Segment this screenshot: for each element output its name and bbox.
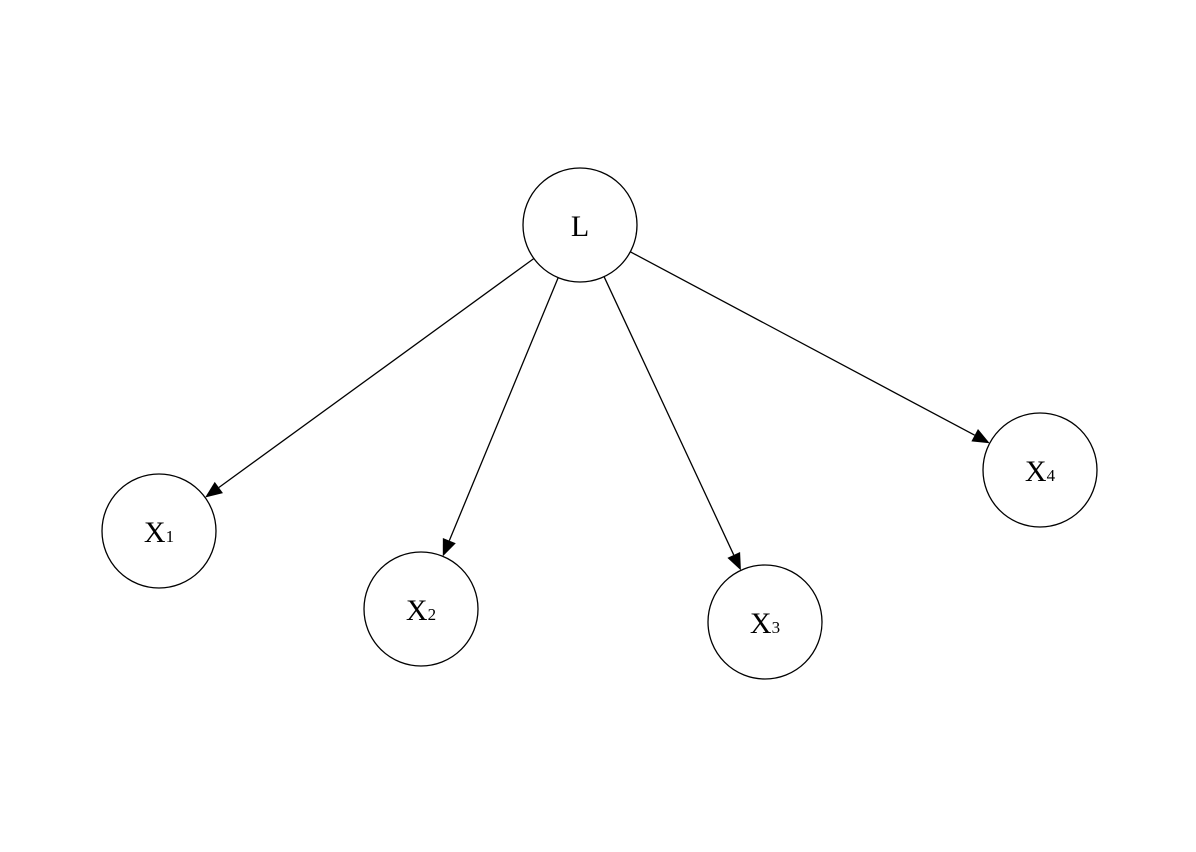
node-X1-circle bbox=[101, 473, 217, 589]
node-X2-circle bbox=[363, 551, 479, 667]
node-X1-subscript: 1 bbox=[166, 527, 175, 546]
arrow-head-icon bbox=[205, 481, 223, 498]
nodes-layer: L X1 X2 X3 X4 bbox=[101, 167, 1098, 680]
edge-L-X4 bbox=[630, 251, 990, 444]
node-X3-subscript: 3 bbox=[772, 618, 781, 637]
node-X2: X2 bbox=[363, 551, 479, 667]
edge-L-X2 bbox=[442, 277, 559, 557]
node-X2-label: X2 bbox=[406, 594, 436, 627]
node-L-letter: L bbox=[571, 210, 589, 243]
node-X4-circle bbox=[982, 412, 1098, 528]
node-X3-letter: X bbox=[750, 607, 772, 640]
edge-L-X3 bbox=[603, 276, 741, 571]
node-X2-subscript: 2 bbox=[428, 605, 437, 624]
arrow-head-icon bbox=[442, 537, 456, 557]
node-X2-letter: X bbox=[406, 594, 428, 627]
arrow-head-icon bbox=[727, 551, 741, 571]
edge-L-X1 bbox=[205, 257, 535, 498]
edge-line bbox=[630, 251, 975, 436]
node-L: L bbox=[522, 167, 638, 283]
node-X1-label: X1 bbox=[144, 516, 174, 549]
node-X3: X3 bbox=[707, 564, 823, 680]
node-X4: X4 bbox=[982, 412, 1098, 528]
node-X1: X1 bbox=[101, 473, 217, 589]
arrow-head-icon bbox=[971, 429, 990, 444]
node-L-circle bbox=[522, 167, 638, 283]
node-X1-letter: X bbox=[144, 516, 166, 549]
node-X4-label: X4 bbox=[1025, 455, 1056, 488]
node-X4-subscript: 4 bbox=[1047, 466, 1056, 485]
edge-line bbox=[603, 276, 735, 556]
edge-line bbox=[448, 277, 559, 541]
edges-layer bbox=[205, 251, 990, 571]
edge-line bbox=[218, 257, 535, 489]
node-X3-circle bbox=[707, 564, 823, 680]
node-L-label: L bbox=[571, 210, 589, 243]
node-X4-letter: X bbox=[1025, 455, 1047, 488]
node-X3-label: X3 bbox=[750, 607, 780, 640]
